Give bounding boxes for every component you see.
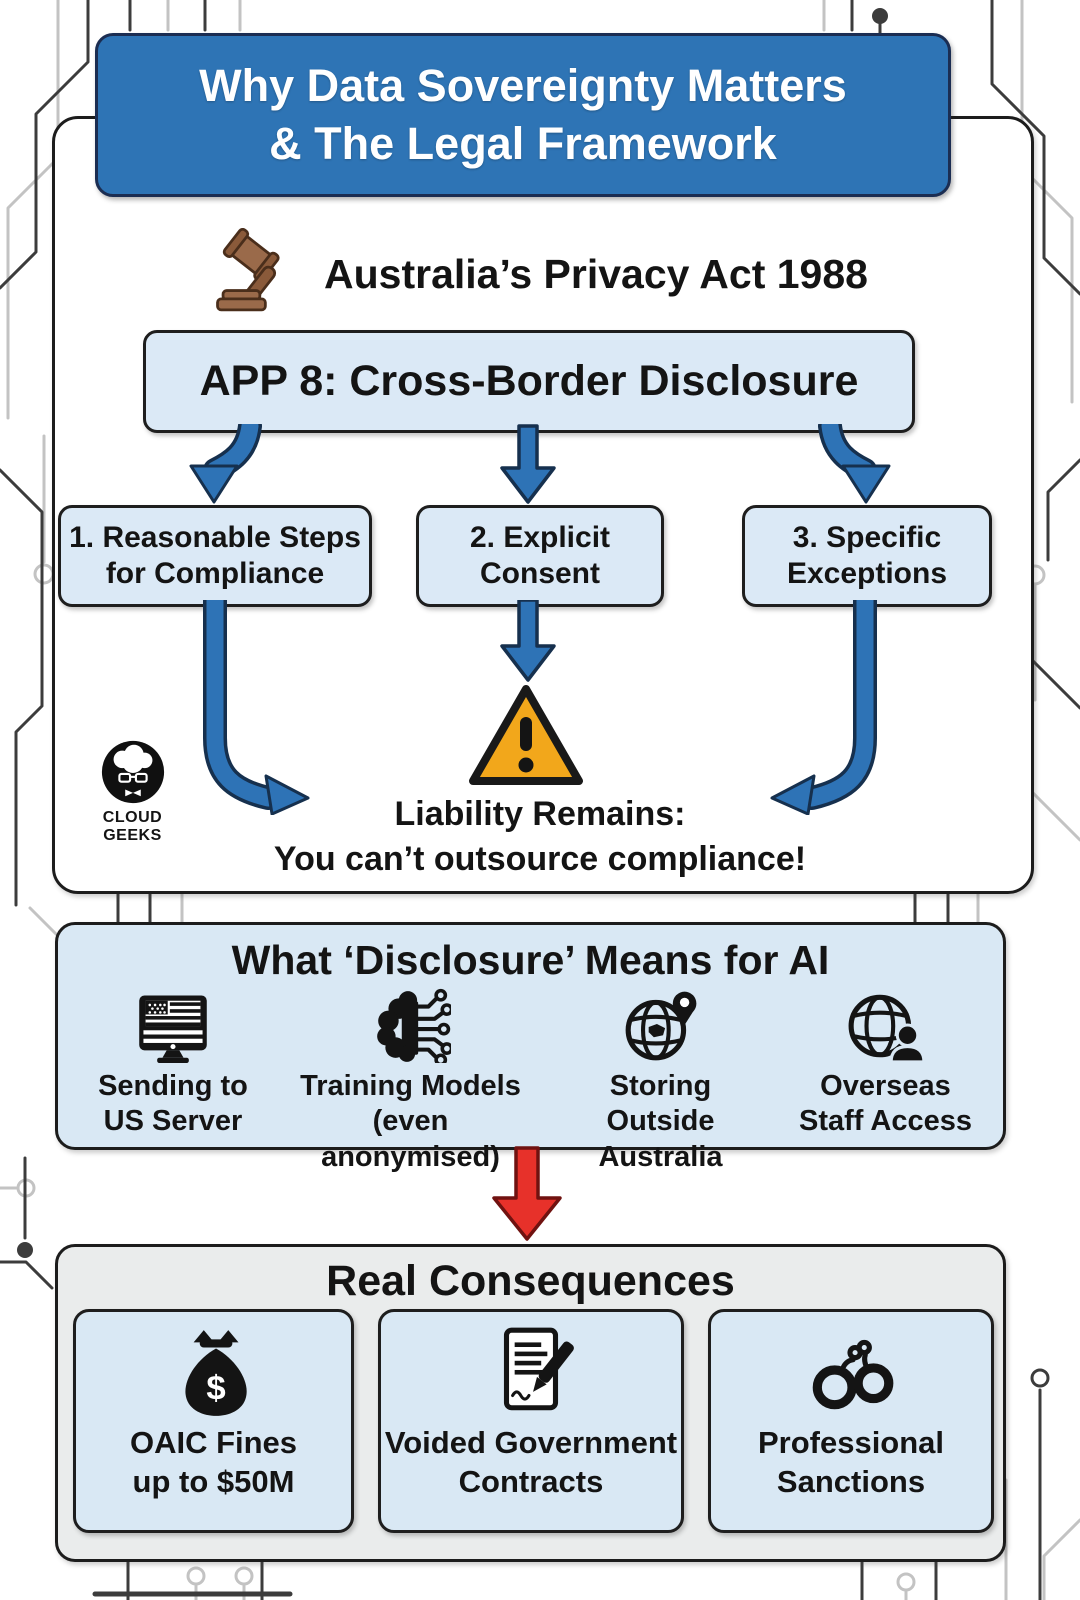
- app8-label: APP 8: Cross-Border Disclosure: [199, 357, 859, 405]
- step1-label-line2: for Compliance: [105, 557, 325, 590]
- step1-label-line1: 1. Reasonable Steps: [69, 521, 361, 554]
- dollar-glyph: $: [206, 1370, 225, 1408]
- consequence-professional-sanctions: Professional Sanctions: [708, 1309, 994, 1533]
- handcuffs-icon: [812, 1339, 894, 1410]
- globe-person-icon: [848, 994, 925, 1063]
- consequence-label: Voided Government Contracts: [384, 1425, 678, 1499]
- arrow-step1-to-liability: [203, 600, 310, 815]
- liability-note: Liability Remains: You can’t outsource c…: [140, 792, 940, 882]
- arrow-app8-to-step2: [500, 424, 556, 504]
- disclosure-item-training-models: Training Models (even anonymised): [283, 987, 538, 1175]
- step2-label-line1: 2. Explicit: [469, 521, 611, 554]
- step3-box: 3. Specific Exceptions: [742, 505, 992, 607]
- arrow-app8-to-step1: [189, 424, 262, 504]
- liability-line2: You can’t outsource compliance!: [273, 839, 807, 878]
- disclosure-section: What ‘Disclosure’ Means for AI: [55, 922, 1006, 1173]
- step3-label-line2: Exceptions: [786, 557, 948, 590]
- money-bag-icon: $: [184, 1330, 247, 1416]
- gavel-icon: [216, 228, 280, 312]
- consequences-panel: Real Consequences $ OAIC Fines up to $50…: [55, 1244, 1006, 1562]
- consequence-label: OAIC Fines up to $50M: [129, 1425, 298, 1499]
- disclosure-item-us-server: Sending to US Server: [78, 987, 268, 1140]
- consequence-oaic-fines: $ OAIC Fines up to $50M: [73, 1309, 354, 1533]
- header-banner: Why Data Sovereignty Matters & The Legal…: [95, 33, 951, 197]
- page-title-line1: Why Data Sovereignty Matters: [199, 60, 847, 112]
- step1-box: 1. Reasonable Steps for Compliance: [58, 505, 372, 607]
- disclosure-item-storing-outside: Storing Outside Australia: [553, 987, 768, 1175]
- privacy-act-row: Australia’s Privacy Act 1988: [52, 224, 1028, 324]
- page-title-line2: & The Legal Framework: [269, 118, 777, 169]
- step3-label-line1: 3. Specific: [792, 521, 942, 554]
- consequence-voided-contracts: Voided Government Contracts: [378, 1309, 684, 1533]
- contract-pen-icon: [503, 1327, 574, 1411]
- disclosure-item-label: Training Models (even anonymised): [300, 1070, 521, 1173]
- us-flag-monitor-icon: [139, 995, 207, 1063]
- app8-box: APP 8: Cross-Border Disclosure: [143, 330, 915, 433]
- privacy-act-title: Australia’s Privacy Act 1988: [324, 250, 868, 297]
- consequences-title: Real Consequences: [326, 1257, 735, 1305]
- consequence-label: Professional Sanctions: [757, 1425, 945, 1499]
- disclosure-section-title: What ‘Disclosure’ Means for AI: [231, 937, 830, 983]
- cloud-geeks-logo-label: CLOUD GEEKS: [102, 809, 163, 844]
- warning-icon: [469, 685, 583, 785]
- disclosure-item-overseas-staff: Overseas Staff Access: [783, 987, 988, 1140]
- step2-label-line2: Consent: [480, 557, 600, 590]
- arrow-step2-to-warning: [500, 600, 556, 682]
- disclosure-item-label: Sending to US Server: [98, 1070, 248, 1138]
- disclosure-item-label: Storing Outside Australia: [598, 1070, 723, 1173]
- arrow-disclosure-to-consequences: [492, 1146, 562, 1241]
- arrow-step3-to-liability: [770, 600, 877, 815]
- ai-brain-circuit-icon: [376, 988, 451, 1063]
- cloud-geeks-logo-icon: [101, 740, 164, 804]
- arrow-app8-to-step3: [818, 424, 891, 504]
- liability-line1: Liability Remains:: [394, 795, 686, 833]
- cloud-geeks-logo: CLOUD GEEKS: [75, 738, 190, 845]
- step2-box: 2. Explicit Consent: [416, 505, 664, 607]
- globe-australia-pin-icon: [625, 991, 696, 1061]
- disclosure-item-label: Overseas Staff Access: [798, 1070, 972, 1138]
